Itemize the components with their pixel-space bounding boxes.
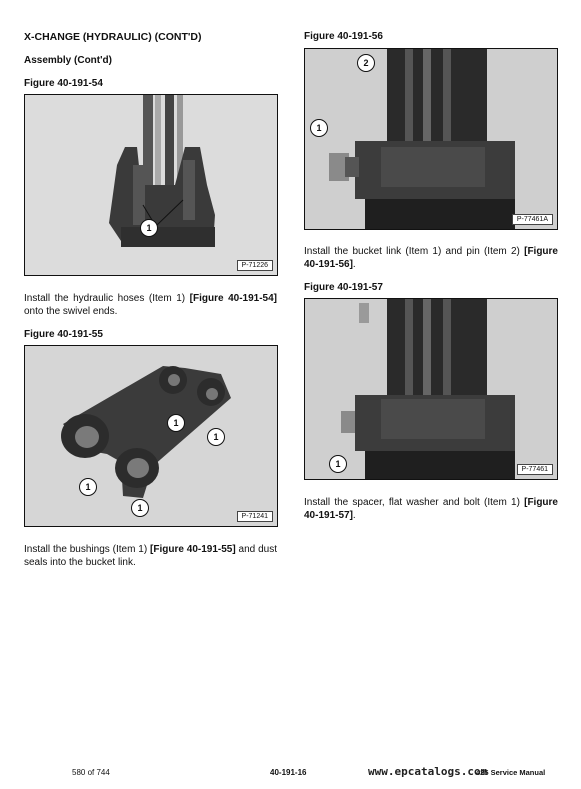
- figure-56-reference: [Figure 40-191-56]: [304, 246, 558, 270]
- figure-54-callout: 1: [140, 219, 158, 237]
- footer-manual-title: 425 Service Manual: [476, 768, 546, 777]
- figure-56-title: Figure 40-191-56: [304, 31, 383, 42]
- figure-57-callout: 1: [329, 455, 347, 473]
- figure-54-title: Figure 40-191-54: [24, 78, 103, 89]
- figure-55-title: Figure 40-191-55: [24, 329, 103, 340]
- figure-54-reference: [Figure 40-191-54]: [189, 293, 277, 304]
- figure-57-reference: [Figure 40-191-57]: [304, 497, 558, 521]
- footer-watermark[interactable]: www.epcatalogs.com: [368, 765, 488, 778]
- figure-55-image: [25, 346, 277, 526]
- figure-57-title: Figure 40-191-57: [304, 282, 383, 293]
- figure-55-reference: [Figure 40-191-55]: [150, 544, 236, 555]
- figure-55-callout-b: 1: [207, 428, 225, 446]
- figure-55-photo: 1 1 1 1 P-71241: [24, 345, 278, 527]
- figure-56-callout-pin: 2: [357, 54, 375, 72]
- figure-55-callout-a: 1: [167, 414, 185, 432]
- figure-54-photo-code: P-71226: [236, 260, 273, 271]
- section-title: X-CHANGE (HYDRAULIC) (CONT'D): [24, 31, 202, 43]
- footer-page-number: 40-191-16: [270, 768, 307, 777]
- figure-56-image: [305, 49, 557, 229]
- figure-56-instruction: Install the bucket link (Item 1) and pin…: [304, 246, 558, 270]
- figure-57-image: [305, 299, 557, 479]
- figure-55-callout-d: 1: [131, 499, 149, 517]
- figure-56-photo-code: P-77461A: [511, 214, 553, 225]
- figure-54-instruction: Install the hydraulic hoses (Item 1) [Fi…: [24, 293, 277, 317]
- figure-55-photo-code: P-71241: [236, 511, 273, 522]
- subsection-title: Assembly (Cont'd): [24, 55, 112, 66]
- footer-page-count: 580 of 744: [72, 768, 110, 777]
- figure-54-photo: 1 P-71226: [24, 94, 278, 276]
- figure-56-photo: 2 1 P-77461A: [304, 48, 558, 230]
- figure-57-photo-code: P-77461: [516, 464, 553, 475]
- figure-57-photo: 1 P-77461: [304, 298, 558, 480]
- figure-55-callout-c: 1: [79, 478, 97, 496]
- figure-55-instruction: Install the bushings (Item 1) [Figure 40…: [24, 544, 277, 568]
- figure-54-image: [25, 95, 277, 275]
- figure-56-callout-link: 1: [310, 119, 328, 137]
- figure-57-instruction: Install the spacer, flat washer and bolt…: [304, 497, 558, 521]
